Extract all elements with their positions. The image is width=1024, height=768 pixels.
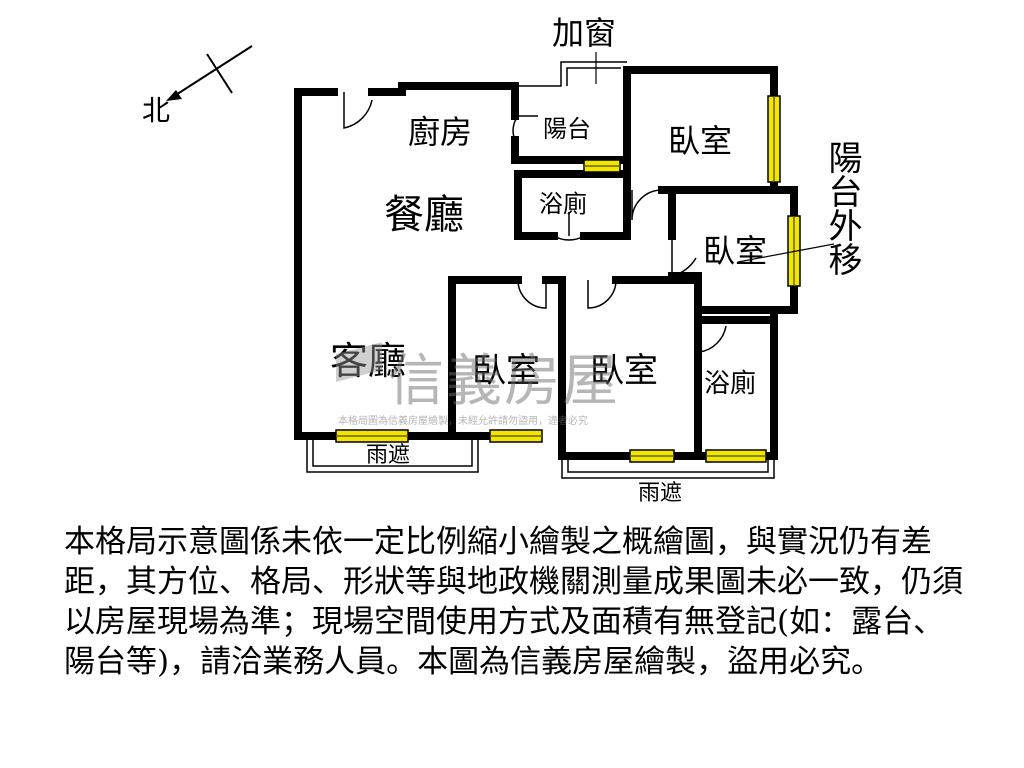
kitchen-label: 廚房 [408, 113, 472, 151]
thin-outlines [306, 61, 775, 479]
bathroom-2-label: 浴廁 [704, 369, 756, 399]
dining-label: 餐廳 [384, 192, 464, 238]
leader-lines [595, 52, 835, 263]
canopy-2-label: 雨遮 [638, 481, 682, 506]
north-label: 北 [142, 94, 170, 127]
add-window-label: 加窗 [552, 14, 616, 52]
balcony-label: 陽台 [543, 115, 591, 143]
disclaimer-text: 本格局示意圖係未依一定比例縮小繪製之概繪圖，與實況仍有差距，其方位、格局、形狀等… [64, 524, 963, 680]
balcony-moved-out-label: 陽台外移 [822, 140, 862, 276]
bedroom-2-label: 臥室 [703, 232, 767, 270]
bedroom-3-label: 臥室 [472, 351, 540, 391]
watermark-brand: 信義房屋 [388, 349, 620, 414]
watermark-notice: 本格局圖為信義房屋繪製，未經允許請勿盜用，違者必究 [338, 416, 588, 427]
north-arrow-icon [166, 45, 253, 101]
bathroom-1-label: 浴廁 [539, 190, 587, 218]
bedroom-1-label: 臥室 [668, 122, 732, 160]
floor-plan: 北 加窗 廚房 陽台 臥室 浴廁 餐廳 臥室 客廳 臥室 臥室 浴廁 雨遮 雨遮… [142, 14, 862, 506]
canopy-1-label: 雨遮 [366, 443, 410, 468]
living-label: 客廳 [330, 339, 406, 383]
door-swings [343, 92, 727, 353]
bedroom-4-label: 臥室 [590, 351, 658, 391]
